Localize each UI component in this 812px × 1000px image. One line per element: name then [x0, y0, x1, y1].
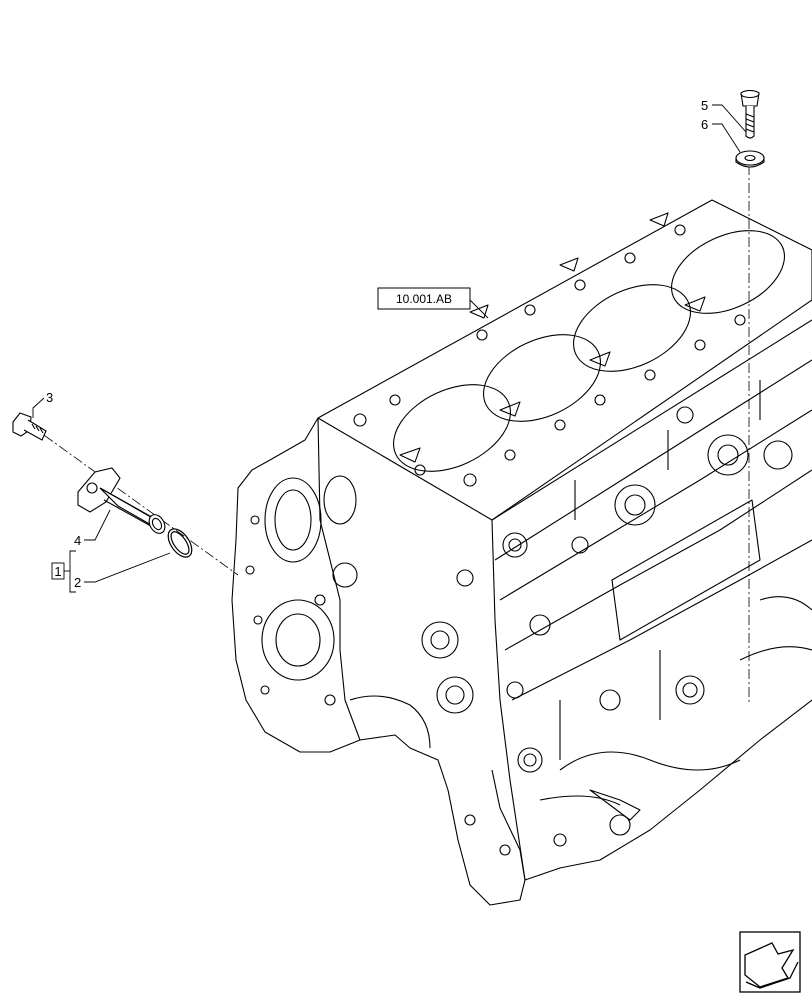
bolt-5 — [740, 89, 760, 139]
kit-label: 1 — [54, 564, 61, 579]
kit-bracket — [51, 550, 76, 593]
bolt-3 — [12, 412, 47, 441]
engine-block — [231, 199, 812, 906]
o-ring-2 — [167, 528, 193, 558]
callout-6: 6 — [701, 117, 708, 132]
left-assembly-axis — [29, 424, 239, 576]
kit-label-box — [51, 562, 65, 580]
callout-4: 4 — [74, 533, 81, 548]
reference-label-box[interactable] — [377, 287, 471, 310]
callout-5: 5 — [701, 98, 708, 113]
callout-3: 3 — [46, 390, 53, 405]
reference-label: 10.001.AB — [396, 292, 452, 306]
callout-leaders — [32, 104, 747, 583]
callout-2: 2 — [74, 575, 81, 590]
arrow-navigation-icon[interactable] — [739, 931, 801, 993]
tube-4 — [77, 467, 166, 534]
washer-6 — [735, 150, 765, 168]
center-lines — [29, 165, 750, 705]
